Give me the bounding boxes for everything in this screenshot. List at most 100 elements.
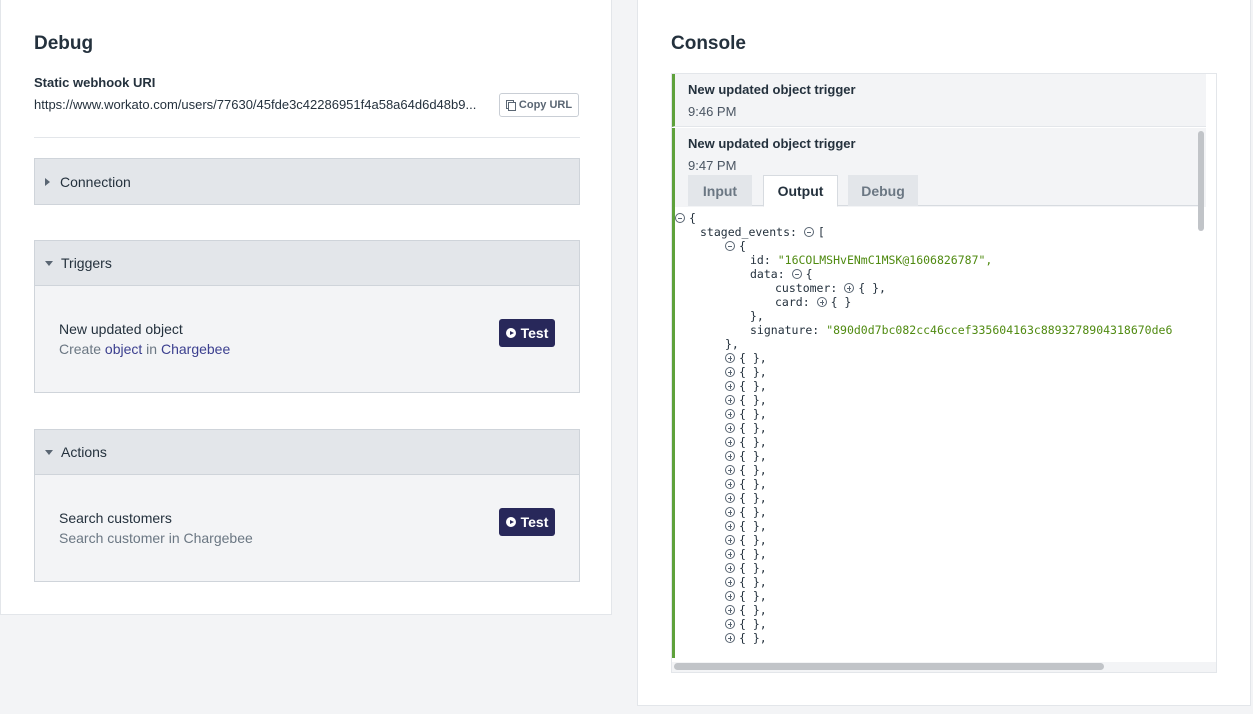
copy-url-label: Copy URL (518, 99, 573, 111)
vertical-scrollbar[interactable] (1198, 131, 1204, 231)
tab-input[interactable]: Input (688, 175, 752, 206)
expand-icon[interactable] (725, 619, 735, 629)
object-link[interactable]: object (104, 341, 143, 357)
json-line: { (725, 239, 746, 253)
json-collapsed-item: { }, (725, 589, 767, 603)
json-collapsed-item: { }, (725, 393, 767, 407)
expand-icon[interactable] (725, 437, 735, 447)
json-line: data: { (750, 267, 813, 281)
json-line: }, (725, 337, 739, 351)
json-collapsed-item: { }, (725, 407, 767, 421)
expand-icon[interactable] (725, 395, 735, 405)
event-time: 9:46 PM (688, 104, 737, 119)
expand-icon[interactable] (725, 507, 735, 517)
trigger-test-label: Test (520, 325, 549, 341)
triggers-body: New updated object Create object in Char… (35, 286, 579, 392)
triggers-header[interactable]: Triggers (35, 241, 579, 286)
debug-panel: Debug Static webhook URI https://www.wor… (0, 0, 612, 615)
json-line: { (675, 211, 696, 225)
chargebee-link[interactable]: Chargebee (160, 341, 231, 357)
collapse-icon[interactable] (791, 269, 802, 279)
json-collapsed-item: { }, (725, 631, 767, 645)
console-title: Console (671, 33, 746, 54)
json-line: id: "16COLMSHvENmC1MSK@1606826787", (750, 253, 993, 267)
expand-icon[interactable] (725, 381, 735, 391)
json-collapsed-item: { }, (725, 463, 767, 477)
copy-icon (505, 100, 516, 111)
json-collapsed-item: { }, (725, 421, 767, 435)
json-line: staged_events: [ (700, 225, 825, 239)
expand-icon[interactable] (725, 479, 735, 489)
json-line: }, (750, 309, 764, 323)
action-item-title: Search customers (59, 510, 172, 526)
expand-icon[interactable] (725, 409, 735, 419)
connection-section: Connection (34, 158, 580, 205)
json-collapsed-item: { }, (725, 449, 767, 463)
expand-icon[interactable] (725, 591, 735, 601)
json-line: card: { } (775, 295, 852, 309)
json-viewer: { staged_events: [ { id: "16COLMSHvENmC1… (675, 207, 1206, 659)
webhook-url: https://www.workato.com/users/77630/45fd… (34, 97, 477, 112)
event-title: New updated object trigger (688, 136, 856, 151)
caret-down-icon (45, 260, 53, 266)
trigger-sub-mid: in (146, 341, 158, 357)
triggers-section: Triggers New updated object Create objec… (34, 240, 580, 393)
webhook-label: Static webhook URI (34, 75, 156, 90)
expand-icon[interactable] (725, 353, 735, 363)
json-line: customer: { }, (775, 281, 886, 295)
json-collapsed-item: { }, (725, 505, 767, 519)
json-collapsed-item: { }, (725, 603, 767, 617)
action-item-subtitle: Search customer in Chargebee (59, 530, 253, 546)
expand-icon[interactable] (725, 633, 735, 643)
copy-url-button[interactable]: Copy URL (499, 93, 579, 117)
console-tabs: Input Output Debug (688, 175, 1198, 207)
json-collapsed-item: { }, (725, 533, 767, 547)
expand-icon[interactable] (725, 521, 735, 531)
horizontal-scrollbar[interactable] (674, 663, 1104, 670)
tab-output[interactable]: Output (763, 175, 838, 207)
divider (34, 137, 580, 138)
collapse-icon[interactable] (803, 227, 814, 237)
play-icon (505, 328, 516, 338)
expand-icon[interactable] (725, 535, 735, 545)
expand-icon[interactable] (725, 465, 735, 475)
expand-icon[interactable] (725, 493, 735, 503)
trigger-item-title: New updated object (59, 321, 183, 337)
console-event-expanded[interactable]: New updated object trigger 9:47 PM Input… (672, 128, 1206, 659)
json-collapsed-item: { }, (725, 435, 767, 449)
expand-icon[interactable] (725, 605, 735, 615)
expand-icon[interactable] (816, 297, 827, 307)
connection-header[interactable]: Connection (35, 159, 579, 204)
json-collapsed-item: { }, (725, 477, 767, 491)
console-event[interactable]: New updated object trigger 9:46 PM (672, 74, 1206, 127)
json-collapsed-item: { }, (725, 561, 767, 575)
json-collapsed-item: { }, (725, 547, 767, 561)
expand-icon[interactable] (725, 549, 735, 559)
trigger-sub-prefix: Create (59, 341, 102, 357)
json-collapsed-item: { }, (725, 519, 767, 533)
json-collapsed-item: { }, (725, 379, 767, 393)
trigger-test-button[interactable]: Test (499, 319, 555, 347)
actions-body: Search customers Search customer in Char… (35, 475, 579, 581)
expand-icon[interactable] (725, 451, 735, 461)
action-test-label: Test (520, 514, 549, 530)
expand-icon[interactable] (725, 577, 735, 587)
actions-header[interactable]: Actions (35, 430, 579, 475)
json-collapsed-item: { }, (725, 365, 767, 379)
expand-icon[interactable] (725, 563, 735, 573)
triggers-label: Triggers (61, 255, 112, 271)
expand-icon[interactable] (844, 283, 855, 293)
console-log[interactable]: New updated object trigger 9:46 PM New u… (671, 73, 1217, 673)
caret-right-icon (45, 177, 50, 186)
collapse-icon[interactable] (725, 241, 735, 251)
event-title: New updated object trigger (688, 82, 856, 97)
json-collapsed-item: { }, (725, 351, 767, 365)
caret-down-icon (45, 449, 53, 455)
action-test-button[interactable]: Test (499, 508, 555, 536)
tab-debug[interactable]: Debug (848, 175, 918, 206)
connection-label: Connection (60, 173, 131, 190)
expand-icon[interactable] (725, 367, 735, 377)
expand-icon[interactable] (725, 423, 735, 433)
collapse-icon[interactable] (675, 213, 685, 223)
json-collapsed-item: { }, (725, 617, 767, 631)
